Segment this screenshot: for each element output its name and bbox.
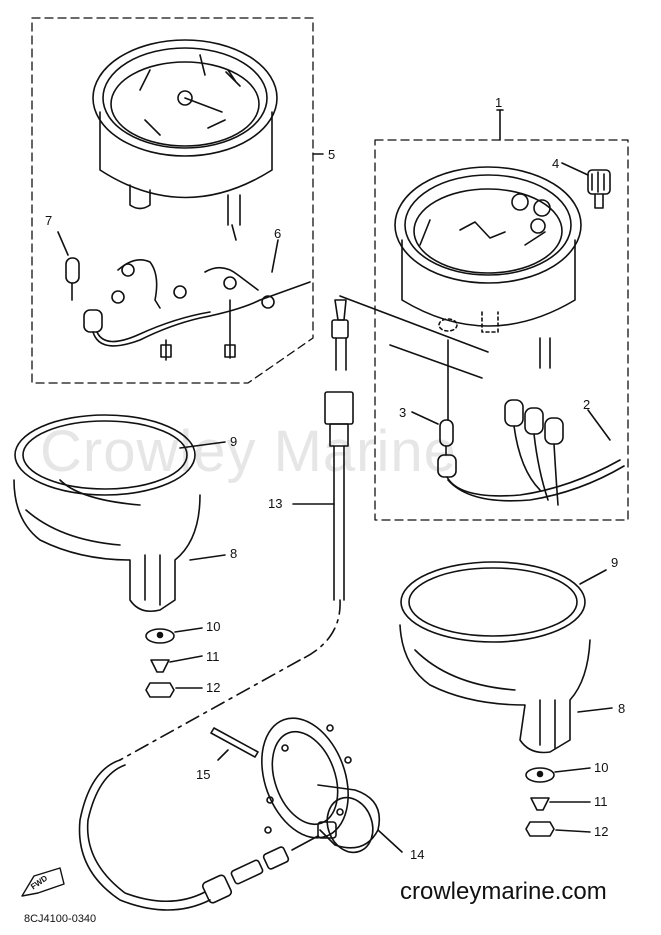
washer-10-left [145, 628, 175, 644]
bracket-8-left [13, 479, 201, 613]
gauge-5 [92, 39, 278, 241]
callout-12-right: 12 [594, 824, 609, 839]
cable-13 [324, 299, 354, 601]
callout-7: 7 [45, 213, 53, 228]
callout-1: 1 [495, 95, 503, 110]
nut-12-left [145, 682, 175, 698]
pin-15 [210, 727, 259, 758]
callout-2: 2 [583, 397, 591, 412]
lower-cable [78, 759, 211, 911]
harness-2 [446, 399, 625, 506]
callout-11-right: 11 [594, 794, 608, 809]
bracket-8-right [399, 624, 591, 754]
bulb-7 [65, 257, 80, 301]
bulb-3 [437, 419, 457, 478]
fwd-arrow-icon [21, 867, 65, 897]
callout-11-left: 11 [206, 649, 220, 664]
callout-4: 4 [552, 156, 560, 171]
lock-washer-11-right [530, 797, 550, 811]
callout-10-left: 10 [206, 619, 221, 634]
callout-9-left: 9 [230, 434, 238, 449]
cable-fitting [201, 835, 319, 904]
callout-8-left: 8 [230, 546, 238, 561]
seal-ring-9-left [14, 414, 196, 496]
callout-15: 15 [196, 767, 211, 782]
callout-12-left: 12 [206, 680, 221, 695]
group-1-boundary [374, 139, 629, 521]
callout-13: 13 [268, 496, 283, 511]
knob-4 [587, 169, 611, 209]
watermark-text: Crowley Marine [40, 419, 457, 484]
group-5-boundary [31, 17, 314, 384]
callout-14: 14 [410, 847, 425, 862]
harness-6 [83, 259, 311, 361]
callout-6: 6 [274, 226, 282, 241]
seal-ring-9-right [400, 561, 586, 643]
gauge-1 [394, 166, 582, 369]
callout-3: 3 [399, 405, 407, 420]
lock-washer-11-left [150, 659, 170, 673]
site-url: crowleymarine.com [400, 878, 607, 905]
washer-10-right [525, 767, 555, 783]
callout-8-right: 8 [618, 701, 626, 716]
callout-10-right: 10 [594, 760, 609, 775]
callout-9-right: 9 [611, 555, 619, 570]
callout-5: 5 [328, 147, 336, 162]
nut-12-right [525, 821, 555, 837]
drawing-code: 8CJ4100-0340 [24, 913, 97, 925]
sender-14 [261, 717, 380, 854]
